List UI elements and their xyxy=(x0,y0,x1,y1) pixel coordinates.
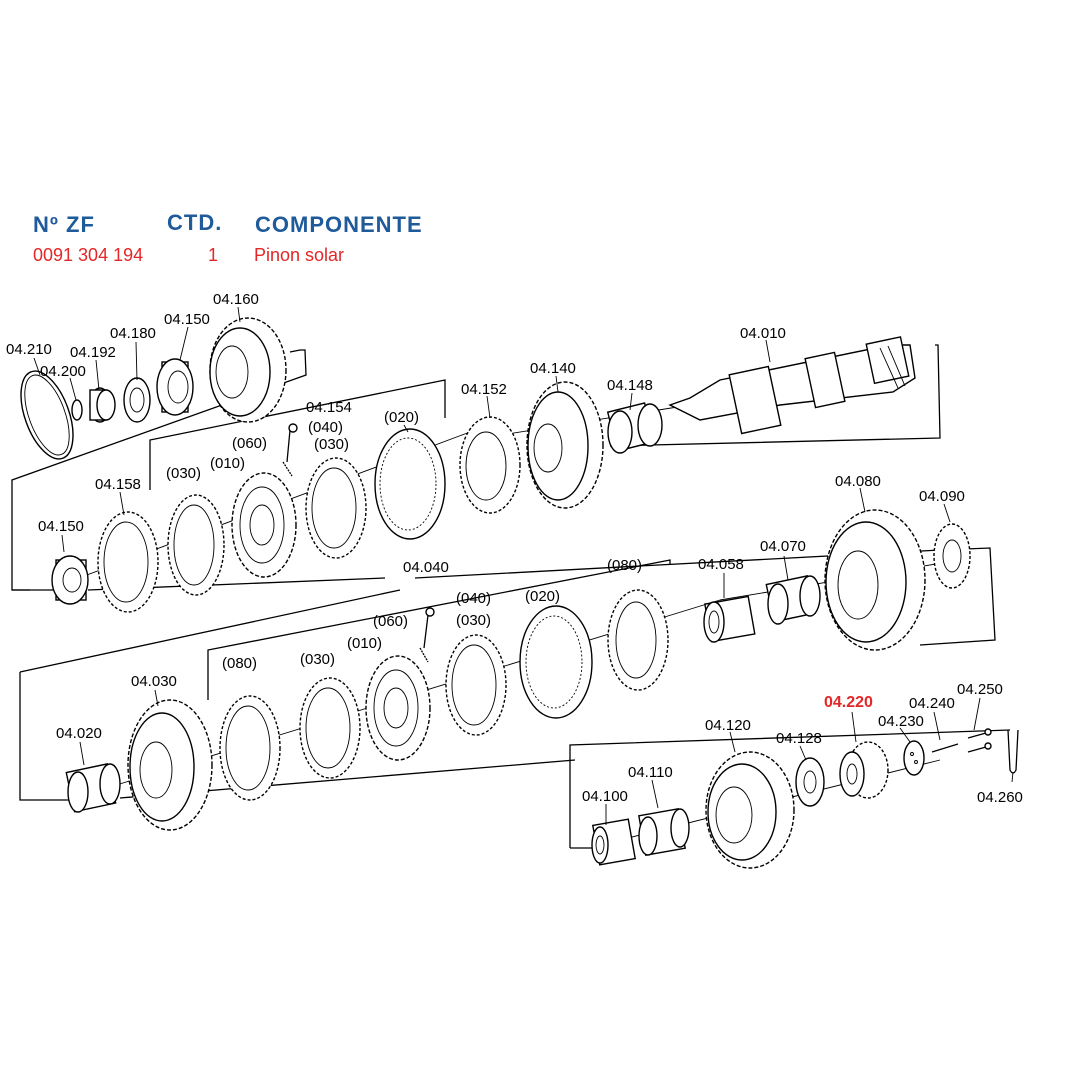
label-030-row1a: (030) xyxy=(166,465,201,482)
part-04-150-bearing-lower xyxy=(51,555,89,605)
label-04-150-top: 04.150 xyxy=(164,311,210,328)
part-04-148-bearing xyxy=(606,402,663,454)
label-040-row2: (040) xyxy=(456,590,491,607)
part-060-040-springs-row1 xyxy=(282,423,298,477)
label-030-row2b: (030) xyxy=(456,612,491,629)
part-080-ring-row2b xyxy=(607,589,669,691)
part-010-hub-row2 xyxy=(365,655,431,761)
header-zf-column: Nº ZF xyxy=(33,212,95,237)
header-qty-column: CTD. xyxy=(167,210,223,235)
label-010-row1: (010) xyxy=(210,455,245,472)
label-020-row2: (020) xyxy=(525,588,560,605)
label-04-150-lower: 04.150 xyxy=(38,518,84,535)
label-04-030: 04.030 xyxy=(131,673,177,690)
quantity-value: 1 xyxy=(208,245,219,265)
label-04-250: 04.250 xyxy=(957,681,1003,698)
label-04-158: 04.158 xyxy=(95,476,141,493)
label-080-row2b: (080) xyxy=(607,557,642,574)
part-020-sleeve-row2 xyxy=(519,605,593,719)
label-04-090: 04.090 xyxy=(919,488,965,505)
label-04-128: 04.128 xyxy=(776,730,822,747)
label-030-row2a: (030) xyxy=(300,651,335,668)
label-04-110: 04.110 xyxy=(628,764,673,781)
part-010-hub-row1 xyxy=(231,472,297,578)
label-04-180: 04.180 xyxy=(110,325,156,342)
label-04-010: 04.010 xyxy=(740,325,786,342)
zf-part-number: 0091 304 194 xyxy=(33,245,144,265)
label-04-058: 04.058 xyxy=(698,556,744,573)
part-030-ring-row1b xyxy=(305,457,367,559)
part-04-220-sun-pinion xyxy=(839,741,889,799)
part-04-128-washer xyxy=(795,757,825,807)
part-04-070-needle-bearing xyxy=(765,575,821,625)
label-04-220-highlighted: 04.220 xyxy=(824,694,873,711)
label-080-row2a: (080) xyxy=(222,655,257,672)
label-04-154: 04.154 xyxy=(306,399,352,416)
part-020-sleeve-row1 xyxy=(374,428,446,540)
label-04-240: 04.240 xyxy=(909,695,955,712)
label-04-260: 04.260 xyxy=(977,789,1023,806)
part-04-110-needle-bearing xyxy=(638,808,690,856)
part-04-250-bolts xyxy=(967,728,992,753)
label-04-200: 04.200 xyxy=(40,363,86,380)
part-04-240-pin xyxy=(931,743,959,753)
label-04-140: 04.140 xyxy=(530,360,576,377)
part-04-030-gear xyxy=(127,699,213,831)
label-04-192: 04.192 xyxy=(70,344,116,361)
part-04-180-nut xyxy=(123,377,151,423)
label-060-row2: (060) xyxy=(373,613,408,630)
label-04-080: 04.080 xyxy=(835,473,881,490)
leader-lines xyxy=(33,306,1014,825)
header-component-column: COMPONENTE xyxy=(255,212,423,237)
label-010-row2: (010) xyxy=(347,635,382,652)
part-04-100-bushing xyxy=(591,818,637,866)
label-030-row1b: (030) xyxy=(314,436,349,453)
label-040-row1: (040) xyxy=(308,419,343,436)
part-04-260-split-pin xyxy=(1007,729,1019,774)
part-04-010-main-shaft xyxy=(668,336,916,435)
label-04-230: 04.230 xyxy=(878,713,924,730)
part-04-080-gear xyxy=(824,509,926,651)
label-04-160: 04.160 xyxy=(213,291,259,308)
part-04-152-sync-ring xyxy=(459,416,521,514)
part-04-058-bushing xyxy=(703,595,756,643)
part-04-230-plate xyxy=(903,740,925,776)
label-04-040: 04.040 xyxy=(403,559,449,576)
label-04-120: 04.120 xyxy=(705,717,751,734)
part-04-140-gear xyxy=(526,381,604,509)
part-060-040-springs-row2 xyxy=(419,607,435,663)
part-04-200-washer xyxy=(71,399,83,421)
part-04-020-needle-bearing xyxy=(65,763,121,813)
part-030-ring-row2a xyxy=(299,677,361,779)
part-04-160-gear xyxy=(209,317,287,423)
label-020-row1: (020) xyxy=(384,409,419,426)
part-04-158-ring xyxy=(97,511,159,613)
part-04-120-gear xyxy=(705,751,795,869)
label-04-020: 04.020 xyxy=(56,725,102,742)
component-name: Pinon solar xyxy=(254,245,345,265)
part-04-090-bearing xyxy=(933,523,971,589)
label-04-148: 04.148 xyxy=(607,377,653,394)
label-04-100: 04.100 xyxy=(582,788,628,805)
label-060-row1: (060) xyxy=(232,435,267,452)
label-04-210: 04.210 xyxy=(6,341,52,358)
label-04-070: 04.070 xyxy=(760,538,806,555)
part-030-ring-row1a xyxy=(167,494,225,596)
part-04-150-bearing-top xyxy=(156,358,194,416)
part-04-210-ring xyxy=(20,370,74,460)
label-04-152: 04.152 xyxy=(461,381,507,398)
part-04-192-bearing xyxy=(89,387,116,423)
part-030-ring-row2b xyxy=(445,634,507,736)
part-080-ring-row2a xyxy=(219,695,281,801)
